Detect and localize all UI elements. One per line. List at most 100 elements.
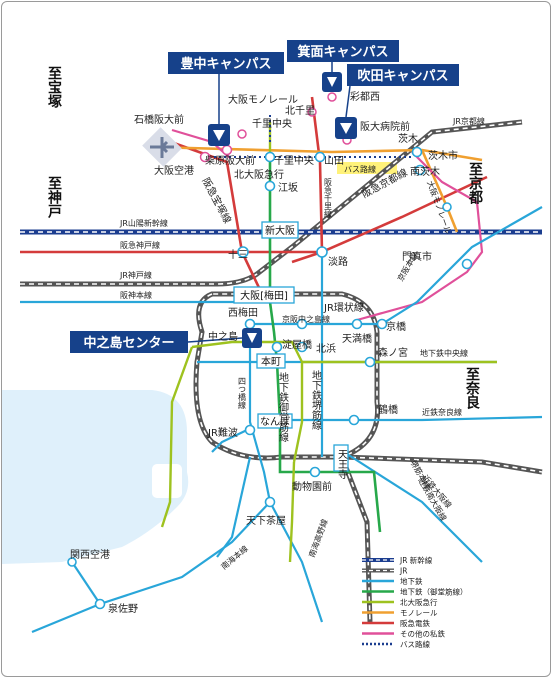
station-label: 淡路 bbox=[328, 255, 348, 268]
kintetsu-south-line bbox=[346, 453, 483, 563]
line-label: 地下鉄中央線 bbox=[420, 348, 468, 358]
legend-label: その他の私鉄 bbox=[400, 629, 445, 639]
legend-label: 阪急電鉄 bbox=[400, 618, 430, 628]
station-label: 淀屋橋 bbox=[282, 338, 312, 351]
station-marker bbox=[461, 258, 473, 270]
line-label: 阪急宝塚線 bbox=[199, 175, 234, 225]
station-marker bbox=[296, 341, 308, 353]
direction-nara: 至奈良 bbox=[464, 367, 481, 410]
station-label: 動物園前 bbox=[292, 480, 332, 493]
station-label: 新大阪 bbox=[265, 224, 295, 237]
direction-kobe: 至神戸 bbox=[46, 176, 62, 219]
line-label: JR環状線 bbox=[323, 301, 364, 314]
station-label: 石橋阪大前 bbox=[134, 113, 184, 126]
line-label: 近鉄奈良線 bbox=[422, 407, 462, 417]
line-label: 京阪中之島線 bbox=[282, 314, 330, 324]
hankyu-kyoto-line bbox=[242, 175, 488, 254]
shin-osaka-box bbox=[261, 221, 299, 239]
station-label: 千里中央 bbox=[252, 117, 292, 130]
campus-labels bbox=[70, 40, 459, 353]
campus-label-minoh: 箕面キャンパス bbox=[297, 44, 388, 60]
station-label: なんば bbox=[260, 416, 290, 428]
direction-kyoto: 至京都 bbox=[467, 162, 484, 205]
station-marker bbox=[199, 151, 211, 163]
station-marker bbox=[264, 496, 276, 508]
line-label: 地下鉄堺筋線 bbox=[310, 369, 322, 430]
legend-label: 北大阪急行 bbox=[400, 597, 438, 607]
station-label: 泉佐野 bbox=[108, 602, 138, 615]
yotsubashi-line bbox=[248, 332, 272, 503]
tanimachi-line bbox=[381, 206, 543, 325]
line-label: 阪急千里線 bbox=[324, 178, 333, 218]
legend-label: バス路線 bbox=[400, 639, 430, 649]
station-label: 阪大病院前 bbox=[360, 120, 410, 133]
campus-label-suita: 吹田キャンパス bbox=[357, 68, 448, 84]
bay-island bbox=[152, 464, 182, 498]
station-marker bbox=[237, 246, 249, 258]
direction-takarazuka: 至宝塚 bbox=[46, 66, 62, 109]
kintetsu-nara-line bbox=[292, 415, 543, 422]
station-label: 彩都西 bbox=[350, 91, 380, 103]
campus-label-toyonaka: 豊中キャンパス bbox=[180, 56, 271, 72]
campus-box-nakanoshima bbox=[70, 331, 188, 353]
station-marker bbox=[411, 146, 423, 158]
legend-label: 地下鉄（御堂筋線） bbox=[400, 587, 468, 597]
station-marker bbox=[264, 180, 276, 192]
line-label: 四つ橋線 bbox=[238, 377, 247, 409]
station-label: 北浜 bbox=[316, 343, 336, 355]
station-marker bbox=[351, 318, 363, 330]
station-label: 門真市 bbox=[402, 250, 432, 263]
line-label: 阪急神戸線 bbox=[120, 240, 160, 250]
station-markers bbox=[67, 146, 473, 610]
station-marker bbox=[348, 414, 360, 426]
hankyu-takarazuka-line bbox=[156, 135, 244, 253]
station-marker bbox=[296, 318, 308, 330]
legend-label: 地下鉄 bbox=[400, 576, 423, 586]
campus-label-nakanoshima: 中之島センター bbox=[83, 335, 174, 351]
monorail-line bbox=[151, 145, 483, 162]
station-label: 柴原阪大前 bbox=[205, 154, 255, 167]
station-label: 南茨木 bbox=[410, 165, 440, 178]
campus-box-minoh bbox=[287, 40, 399, 62]
legend-label: JR 新幹線 bbox=[399, 555, 433, 565]
station-label: 山田 bbox=[324, 155, 344, 167]
station-label: JR京都線 bbox=[452, 116, 485, 126]
station-marker bbox=[244, 318, 256, 330]
station-label: 中之島 bbox=[208, 330, 238, 343]
osaka-bay bbox=[2, 390, 189, 564]
station-label: 天満橋 bbox=[342, 332, 372, 345]
nankai-koya-line bbox=[269, 501, 324, 623]
campus-icon bbox=[340, 123, 352, 134]
station-marker bbox=[309, 466, 321, 478]
umeda-box bbox=[233, 286, 295, 304]
station-label: 本町 bbox=[261, 355, 281, 368]
keihan-nakanoshima-yellow bbox=[191, 340, 304, 463]
station-marker bbox=[237, 129, 247, 139]
subway-south-west bbox=[216, 456, 252, 558]
station-marker bbox=[307, 107, 317, 117]
campus-markers bbox=[208, 72, 357, 348]
nankai-main-line bbox=[31, 501, 271, 634]
station-label: 北千里 bbox=[285, 105, 315, 117]
station-label: 森ノ宮 bbox=[378, 346, 408, 359]
station-label: 江坂 bbox=[278, 182, 298, 194]
campus-box-toyonaka bbox=[168, 52, 284, 74]
station-marker bbox=[364, 356, 376, 368]
keihan-line bbox=[356, 151, 484, 322]
line-label: JR神戸線 bbox=[119, 270, 152, 280]
station-label: 大阪[梅田] bbox=[240, 289, 288, 302]
legend-label: モノレール bbox=[400, 609, 438, 618]
station-label: 北大阪急行 bbox=[234, 168, 284, 181]
station-label: 茨木市 bbox=[428, 149, 458, 162]
jr-hanwa-line bbox=[339, 456, 373, 623]
station-marker bbox=[414, 164, 426, 176]
station-label: 京橋 bbox=[386, 320, 406, 333]
station-marker bbox=[264, 151, 276, 163]
station-label: 天下茶屋 bbox=[246, 514, 286, 527]
line-label: 阪神本線 bbox=[120, 290, 152, 300]
legend-label: JR bbox=[399, 567, 407, 576]
station-markers-pink bbox=[199, 92, 352, 163]
kansai-airport-link bbox=[71, 561, 101, 605]
